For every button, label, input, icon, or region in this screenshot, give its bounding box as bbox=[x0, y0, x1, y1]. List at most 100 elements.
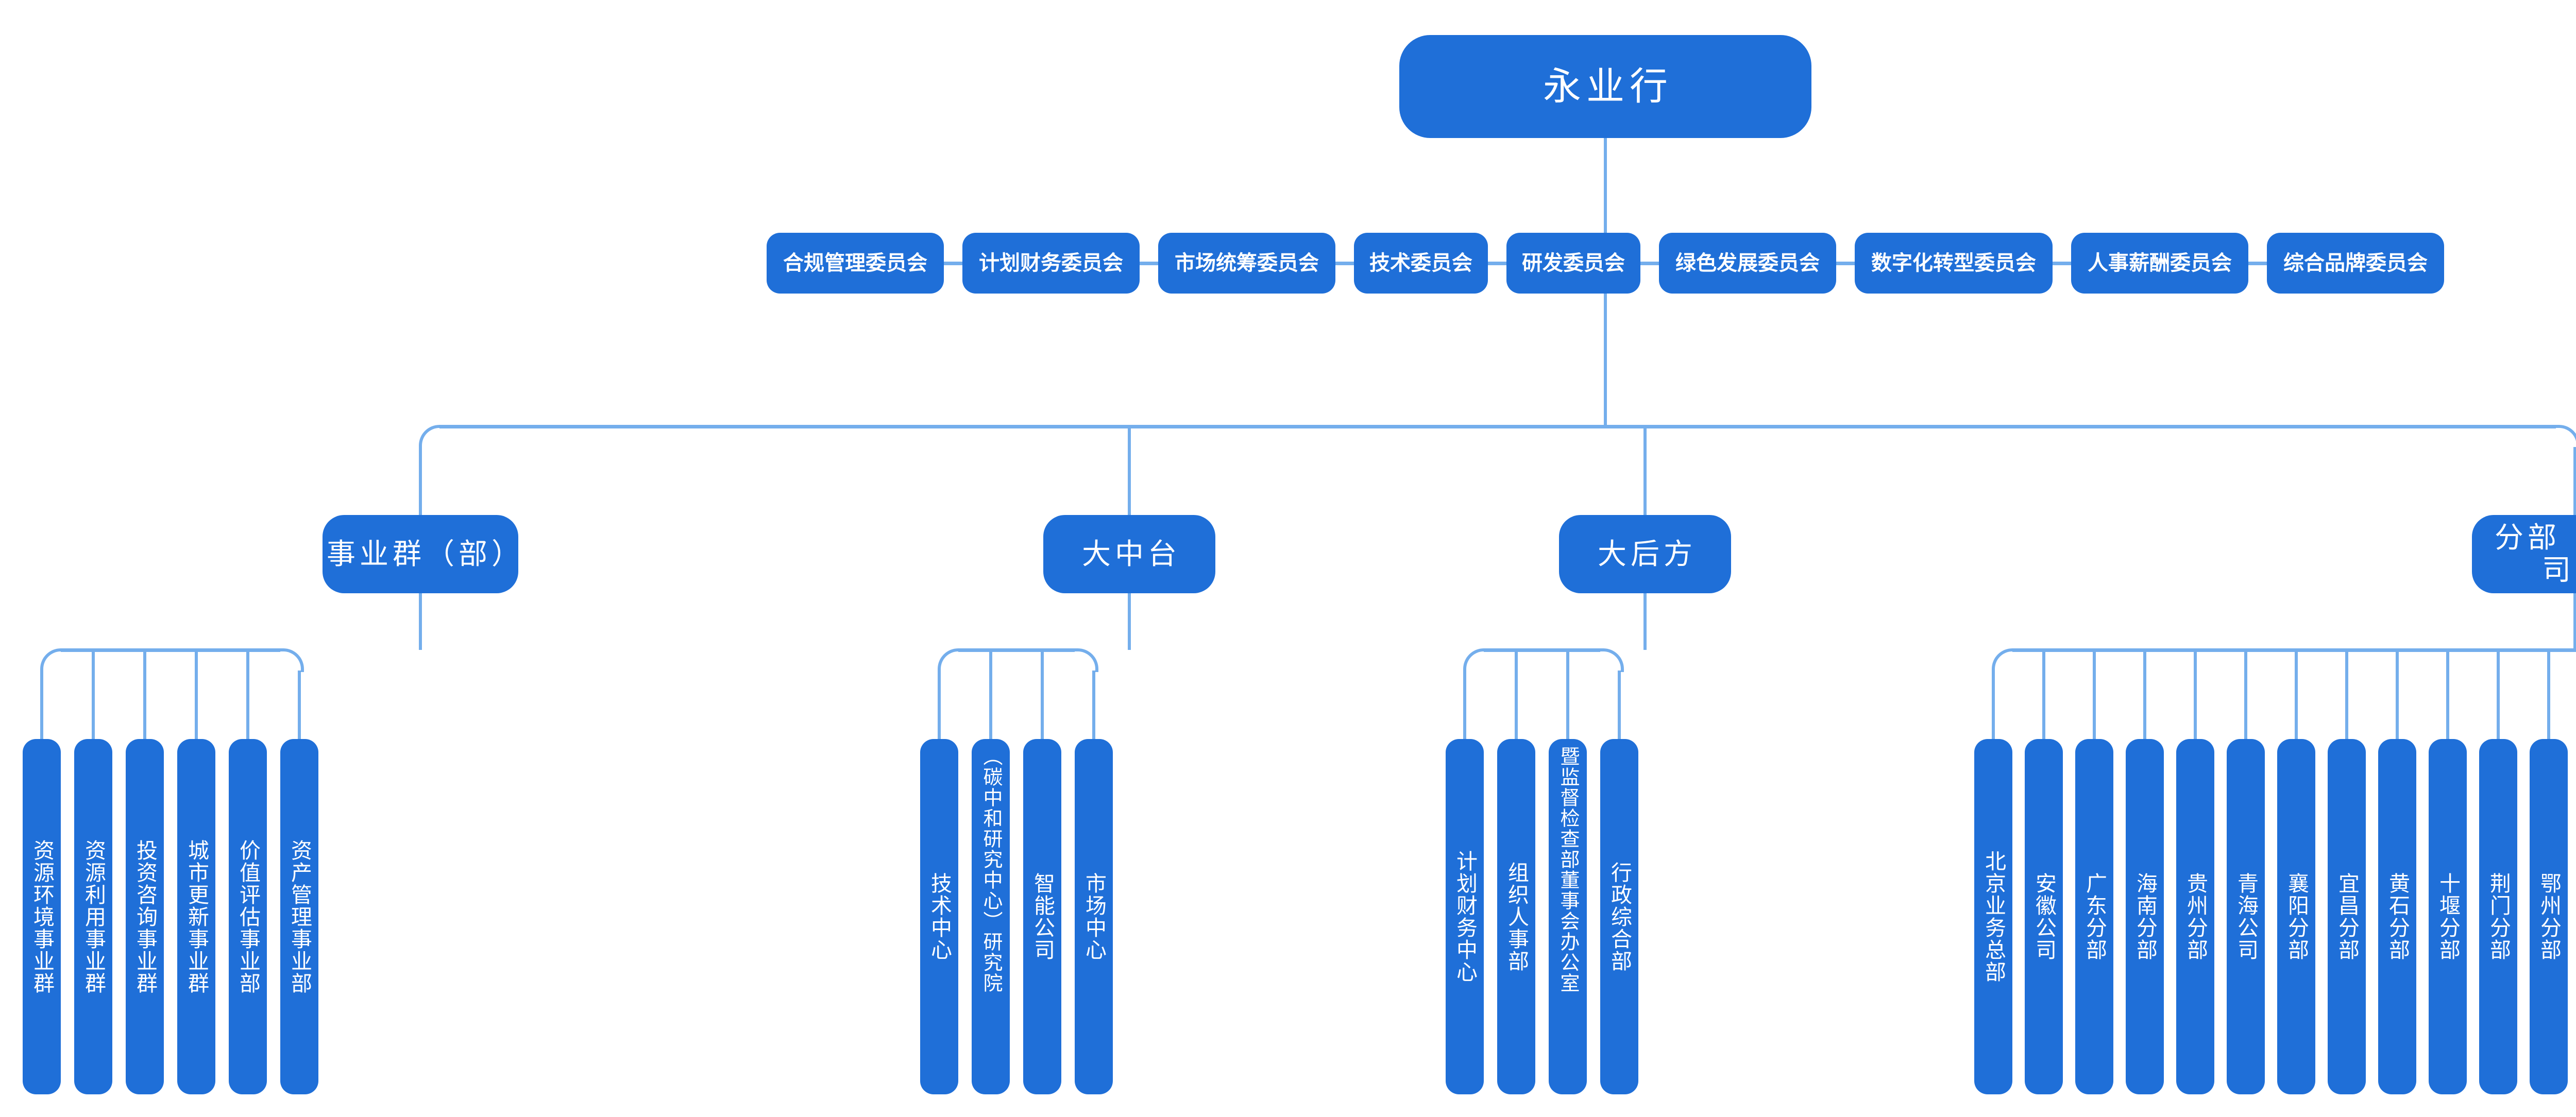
leaf-label: 资源利用事业群 bbox=[81, 839, 106, 994]
connector-committee-link bbox=[2053, 262, 2071, 265]
connector-elbow-left bbox=[419, 425, 443, 449]
group-node-2[interactable]: 大后方 bbox=[1559, 515, 1731, 593]
connector-drop bbox=[2345, 650, 2348, 739]
connector-elbow-right bbox=[280, 648, 304, 672]
leaf-node-3-9[interactable]: 十堰分部 bbox=[2429, 739, 2467, 1094]
committee-node-2[interactable]: 市场统筹委员会 bbox=[1158, 233, 1335, 294]
leaf-node-3-7[interactable]: 宜昌分部 bbox=[2328, 739, 2366, 1094]
leaf-label: 价值评估事业部 bbox=[236, 839, 260, 994]
committee-node-4[interactable]: 研发委员会 bbox=[1506, 233, 1640, 294]
connector-drop bbox=[1515, 650, 1518, 739]
connector-drop bbox=[1463, 671, 1466, 739]
connector-elbow-right bbox=[1600, 648, 1624, 672]
leaf-label: 行政综合部 bbox=[1607, 861, 1632, 972]
connector-drop bbox=[2396, 650, 2399, 739]
connector-group-stem bbox=[2573, 593, 2576, 650]
connector-bus bbox=[2012, 648, 2576, 652]
connector-root-stem bbox=[1604, 138, 1607, 233]
committee-node-6[interactable]: 数字化转型委员会 bbox=[1855, 233, 2053, 294]
leaf-node-3-5[interactable]: 青海公司 bbox=[2227, 739, 2265, 1094]
leaf-label: 资源环境事业群 bbox=[30, 839, 54, 994]
connector-elbow-right bbox=[1075, 648, 1098, 672]
leaf-node-2-1[interactable]: 组织人事部 bbox=[1497, 739, 1535, 1094]
leaf-node-3-11[interactable]: 鄂州分部 bbox=[2530, 739, 2568, 1094]
connector-drop bbox=[2547, 650, 2550, 739]
committee-node-3[interactable]: 技术委员会 bbox=[1354, 233, 1488, 294]
leaf-node-3-2[interactable]: 广东分部 bbox=[2075, 739, 2113, 1094]
connector-bus bbox=[61, 648, 280, 652]
connector-drop bbox=[195, 650, 198, 739]
leaf-node-3-6[interactable]: 襄阳分部 bbox=[2277, 739, 2315, 1094]
committee-node-0[interactable]: 合规管理委员会 bbox=[767, 233, 944, 294]
connector-bus bbox=[439, 425, 2556, 428]
leaf-node-3-1[interactable]: 安徽公司 bbox=[2025, 739, 2063, 1094]
connector-drop bbox=[1992, 671, 1995, 739]
connector-bus bbox=[958, 648, 1075, 652]
group-node-3[interactable]: 分部（分公司） bbox=[2472, 515, 2576, 593]
connector-drop bbox=[92, 650, 95, 739]
leaf-node-0-1[interactable]: 资源利用事业群 bbox=[74, 739, 112, 1094]
connector-drop bbox=[246, 650, 249, 739]
leaf-label: 组织人事部 bbox=[1504, 861, 1529, 972]
leaf-label-col-a: （碳中和研究中心） bbox=[980, 746, 1002, 932]
leaf-label: 智能公司 bbox=[1030, 872, 1055, 961]
leaf-node-3-8[interactable]: 黄石分部 bbox=[2378, 739, 2416, 1094]
leaf-label: 黄石分部 bbox=[2385, 872, 2410, 961]
connector-drop bbox=[40, 671, 43, 739]
connector-group-stem bbox=[1128, 593, 1131, 650]
connector-drop bbox=[2497, 650, 2500, 739]
leaf-label: 北京业务总部 bbox=[1981, 850, 2006, 983]
leaf-node-3-3[interactable]: 海南分部 bbox=[2126, 739, 2164, 1094]
leaf-node-3-0[interactable]: 北京业务总部 bbox=[1974, 739, 2012, 1094]
leaf-node-0-3[interactable]: 城市更新事业群 bbox=[177, 739, 215, 1094]
leaf-node-3-4[interactable]: 贵州分部 bbox=[2176, 739, 2214, 1094]
committee-node-8[interactable]: 综合品牌委员会 bbox=[2267, 233, 2444, 294]
connector-committee-link bbox=[1335, 262, 1354, 265]
connector-drop bbox=[1128, 426, 1131, 515]
leaf-label: 计划财务中心 bbox=[1453, 850, 1477, 983]
leaf-node-0-5[interactable]: 资产管理事业部 bbox=[280, 739, 318, 1094]
committee-node-1[interactable]: 计划财务委员会 bbox=[962, 233, 1140, 294]
connector-drop bbox=[2093, 650, 2096, 739]
connector-committee-link bbox=[2248, 262, 2267, 265]
connector-drop bbox=[1643, 426, 1647, 515]
leaf-label: 贵州分部 bbox=[2183, 872, 2208, 961]
connector-elbow-left bbox=[938, 648, 961, 672]
leaf-label: 广东分部 bbox=[2082, 872, 2107, 961]
connector-elbow-left bbox=[1992, 648, 2015, 672]
leaf-label: 市场中心 bbox=[1082, 872, 1106, 961]
leaf-node-0-4[interactable]: 价值评估事业部 bbox=[229, 739, 267, 1094]
connector-committee-link bbox=[1640, 262, 1659, 265]
leaf-label-col-b: 董事会办公室 bbox=[1557, 870, 1579, 993]
committee-node-7[interactable]: 人事薪酬委员会 bbox=[2071, 233, 2248, 294]
leaf-label-col-b: 研究院 bbox=[980, 932, 1002, 993]
leaf-node-2-3[interactable]: 行政综合部 bbox=[1600, 739, 1638, 1094]
leaf-node-0-0[interactable]: 资源环境事业群 bbox=[23, 739, 61, 1094]
leaf-node-0-2[interactable]: 投资咨询事业群 bbox=[126, 739, 164, 1094]
connector-drop bbox=[1618, 671, 1621, 739]
leaf-node-1-1[interactable]: （碳中和研究中心）研究院 bbox=[972, 739, 1010, 1094]
group-node-0[interactable]: 事业群（部） bbox=[323, 515, 520, 593]
leaf-node-1-0[interactable]: 技术中心 bbox=[920, 739, 958, 1094]
group-node-1[interactable]: 大中台 bbox=[1043, 515, 1215, 593]
leaf-label: 海南分部 bbox=[2133, 872, 2157, 961]
leaf-node-1-2[interactable]: 智能公司 bbox=[1023, 739, 1061, 1094]
leaf-node-2-2[interactable]: 暨监督检查部董事会办公室 bbox=[1549, 739, 1587, 1094]
leaf-label: 资产管理事业部 bbox=[287, 839, 312, 994]
leaf-label-col-a: 暨监督检查部 bbox=[1557, 746, 1579, 870]
committee-node-5[interactable]: 绿色发展委员会 bbox=[1659, 233, 1836, 294]
leaf-label-two-column: 暨监督检查部董事会办公室 bbox=[1557, 746, 1579, 1087]
connector-drop bbox=[2446, 650, 2449, 739]
connector-drop bbox=[989, 650, 992, 739]
root-node[interactable]: 永业行 bbox=[1399, 35, 1811, 138]
connector-drop bbox=[2573, 447, 2576, 515]
connector-drop bbox=[419, 447, 422, 515]
leaf-node-3-10[interactable]: 荆门分部 bbox=[2479, 739, 2517, 1094]
connector-drop bbox=[938, 671, 941, 739]
connector-committee-link bbox=[1140, 262, 1158, 265]
leaf-node-2-0[interactable]: 计划财务中心 bbox=[1446, 739, 1484, 1094]
leaf-label-two-column: （碳中和研究中心）研究院 bbox=[980, 746, 1002, 1087]
leaf-node-1-3[interactable]: 市场中心 bbox=[1075, 739, 1113, 1094]
connector-drop bbox=[2194, 650, 2197, 739]
